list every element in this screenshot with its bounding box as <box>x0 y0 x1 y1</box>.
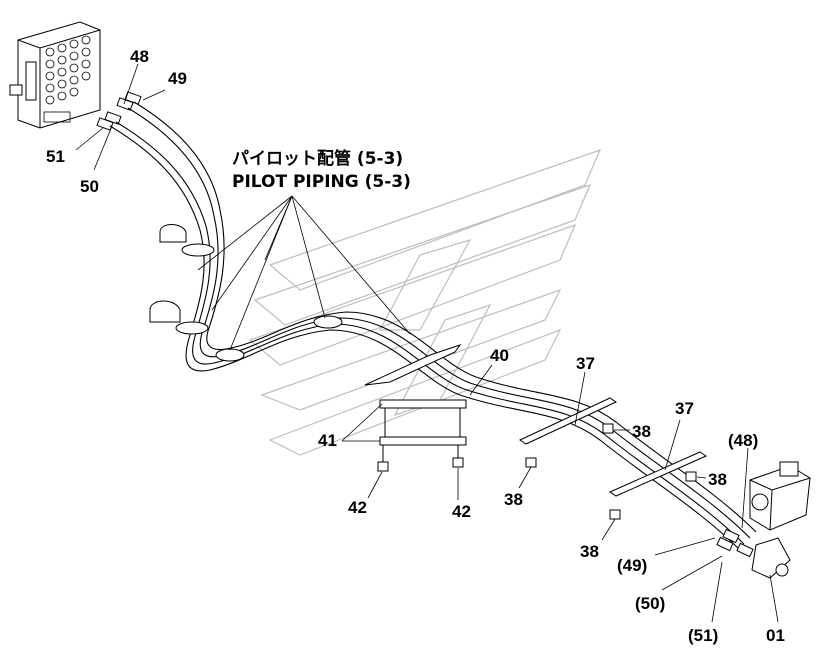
clamp-plates <box>364 344 467 446</box>
control-valve <box>9 21 101 129</box>
title-english: PILOT PIPING (5-3) <box>232 172 411 192</box>
callout-38-lower: 38 <box>580 542 599 561</box>
callout-38-middle: 38 <box>504 490 523 509</box>
callout-42-right: 42 <box>452 502 471 521</box>
diagram-labels: パイロット配管 (5-3) PILOT PIPING (5-3) 48 49 5… <box>46 47 785 645</box>
bolts-38 <box>525 423 697 520</box>
callout-37-lower: 37 <box>675 399 694 418</box>
leader-lines <box>75 63 779 623</box>
valve-fittings <box>96 91 142 131</box>
callout-37-upper: 37 <box>576 354 595 373</box>
callout-38-upper: 38 <box>632 422 651 441</box>
hose-clamps <box>149 224 343 362</box>
callout-40: 40 <box>490 346 509 365</box>
pilot-valve <box>716 461 811 579</box>
callout-49-paren: (49) <box>617 556 647 575</box>
callout-51: 51 <box>46 147 65 166</box>
callout-01: 01 <box>766 626 785 645</box>
callout-51-paren: (51) <box>688 626 718 645</box>
callout-48: 48 <box>130 47 149 66</box>
callout-50-paren: (50) <box>635 594 665 613</box>
callout-49: 49 <box>168 69 187 88</box>
title-japanese: パイロット配管 (5-3) <box>232 148 403 169</box>
callout-42-left: 42 <box>348 498 367 517</box>
bolts-42 <box>377 445 464 472</box>
callout-48-paren: (48) <box>728 431 758 450</box>
watermark-logo <box>248 148 602 456</box>
callout-41: 41 <box>318 431 337 450</box>
brackets-37 <box>518 397 708 497</box>
callout-38-right: 38 <box>708 470 727 489</box>
callout-50: 50 <box>80 177 99 196</box>
